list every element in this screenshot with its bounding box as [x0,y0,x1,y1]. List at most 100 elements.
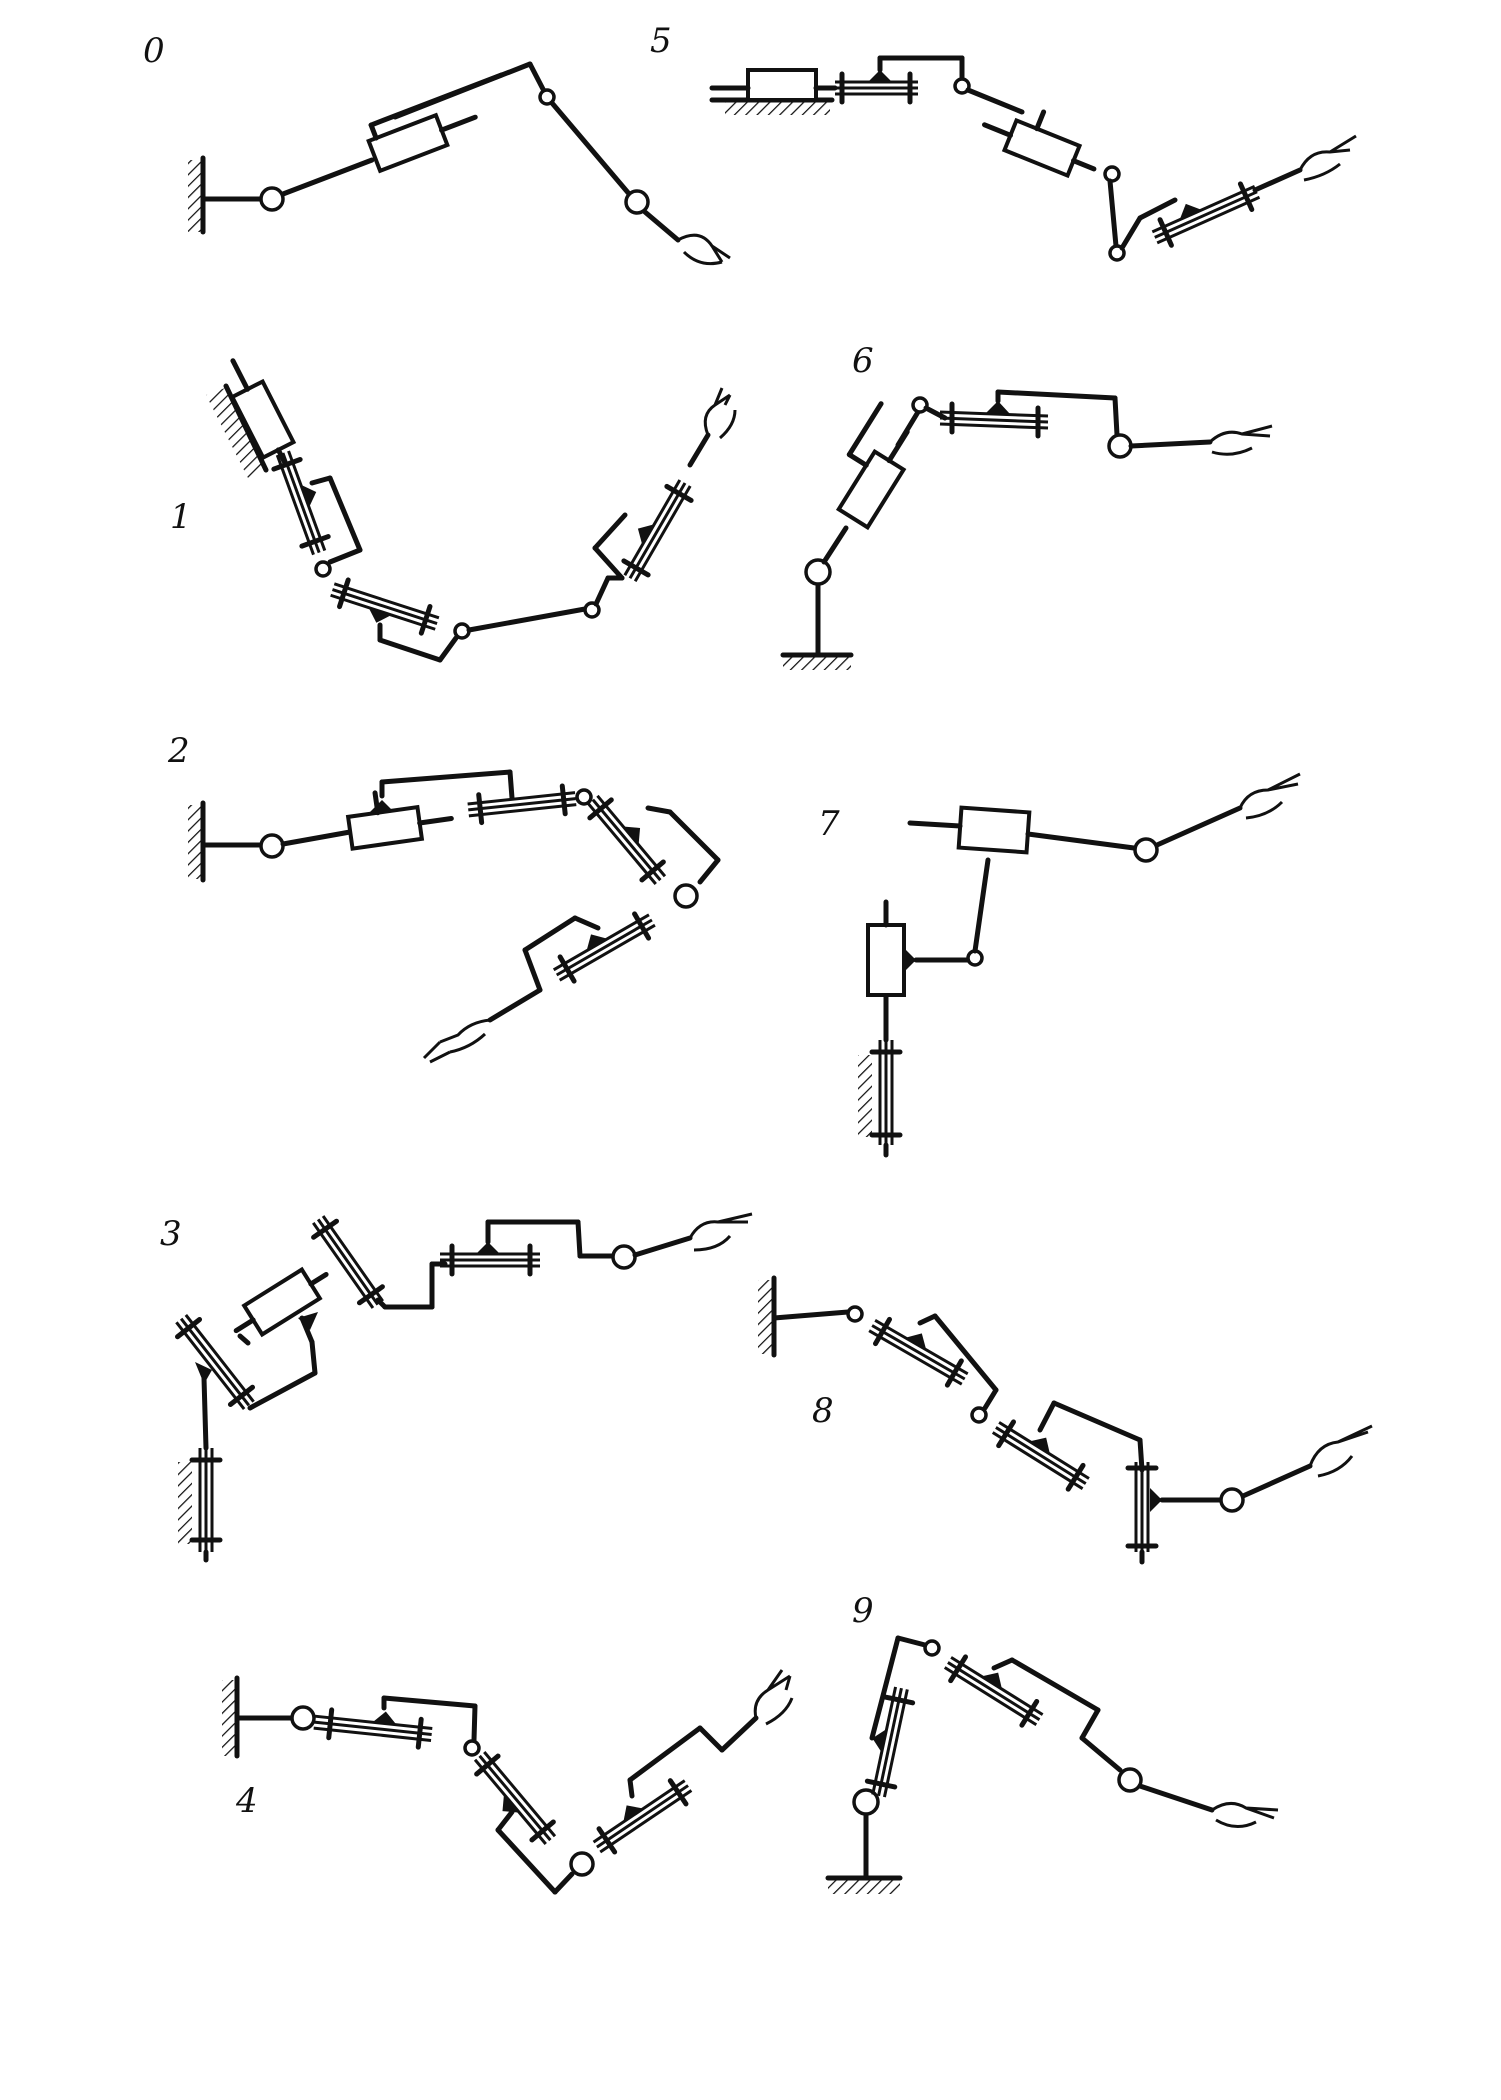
link [592,512,628,551]
rotary-joint [290,1705,316,1731]
link [1009,1657,1101,1713]
rotary-joint [1107,433,1133,459]
link [687,432,711,468]
pin-joint [538,88,556,106]
ground-hatch [828,1880,900,1894]
ground-hatch [222,1680,236,1756]
pin-joint [583,601,601,619]
link [327,475,363,553]
link [895,409,921,448]
link [1037,1400,1057,1433]
link [667,809,721,863]
telescopic-joint [440,1242,540,1277]
ground-hatch [188,160,202,232]
link [392,61,533,120]
scheme-label-9: 9 [852,1591,874,1631]
gripper-icon [677,233,731,266]
link [1107,178,1119,249]
gripper-icon [688,1212,753,1252]
scheme-label-0: 0 [143,31,165,71]
link [327,547,363,565]
link [487,987,543,1023]
telescopic-joint [869,1040,903,1145]
scheme-6: 6 [780,341,1273,670]
link [1154,805,1243,848]
link [917,1313,938,1326]
link [201,1375,209,1451]
scheme-label-7: 7 [818,804,840,844]
rotary-joint [569,1851,595,1877]
joint-mount [904,948,916,972]
telescopic-joint [621,479,694,583]
gripper-icon [753,1669,794,1726]
rotary-joint [673,883,699,909]
link [280,157,375,197]
rotary-joint [611,1244,637,1270]
scheme-label-4: 4 [235,1781,258,1821]
link [1137,197,1178,221]
link [1137,1783,1215,1813]
scheme-9: 9 [825,1591,1279,1894]
rotary-joint [624,189,650,215]
ground-hatch [858,1055,872,1137]
link [437,635,459,663]
link [697,1725,725,1753]
link [923,405,948,421]
link [972,857,991,954]
link [627,1725,703,1783]
link [522,915,578,953]
ground-hatch [758,1280,772,1354]
link [991,1657,1015,1671]
telescopic-joint [943,1654,1044,1728]
scheme-label-6: 6 [852,341,874,381]
link [697,857,721,885]
link [549,100,633,198]
telescopic-joint [189,1448,223,1552]
prismatic-joint [345,790,454,851]
scheme-label-1: 1 [170,497,192,537]
scheme-1: 1 [170,358,737,663]
link [821,525,849,565]
joint-mount [298,1312,318,1330]
telescopic-joint [1125,1462,1162,1552]
link [965,87,1025,115]
telescopic-joint [473,1751,557,1845]
ground-hatch [188,805,202,879]
link [592,545,625,581]
link [471,1703,478,1743]
scheme-8: 8 [758,1275,1373,1565]
link [575,1219,583,1259]
base-link [771,1309,851,1321]
link [552,1871,575,1895]
pin-joint [953,77,971,95]
gripper-icon [1238,772,1301,820]
ground-hatch [725,101,830,115]
link [1079,1707,1101,1741]
rotary-joint [1117,1767,1143,1793]
scheme-5: 5 [650,21,1357,262]
telescopic-joint [592,1778,693,1855]
link [1079,1735,1123,1773]
link [309,1339,318,1376]
link [627,1777,635,1799]
rotary-joint [1219,1487,1245,1513]
link [932,1313,999,1393]
link [381,1695,478,1709]
link [466,606,588,633]
scheme-label-5: 5 [650,21,672,61]
link [593,575,611,607]
link [495,1827,558,1895]
link [280,829,353,847]
gripper-icon [1308,1424,1373,1478]
telescopic-joint [271,450,331,556]
pin-joint [846,1305,864,1323]
prismatic-joint [366,72,505,174]
link [632,1235,693,1258]
pin-joint [575,788,593,806]
link [1119,215,1143,251]
joint-mount [370,800,394,812]
link [1025,831,1137,851]
gripper-icon [1211,1802,1279,1828]
ground-hatch [178,1462,192,1544]
link [377,637,443,663]
